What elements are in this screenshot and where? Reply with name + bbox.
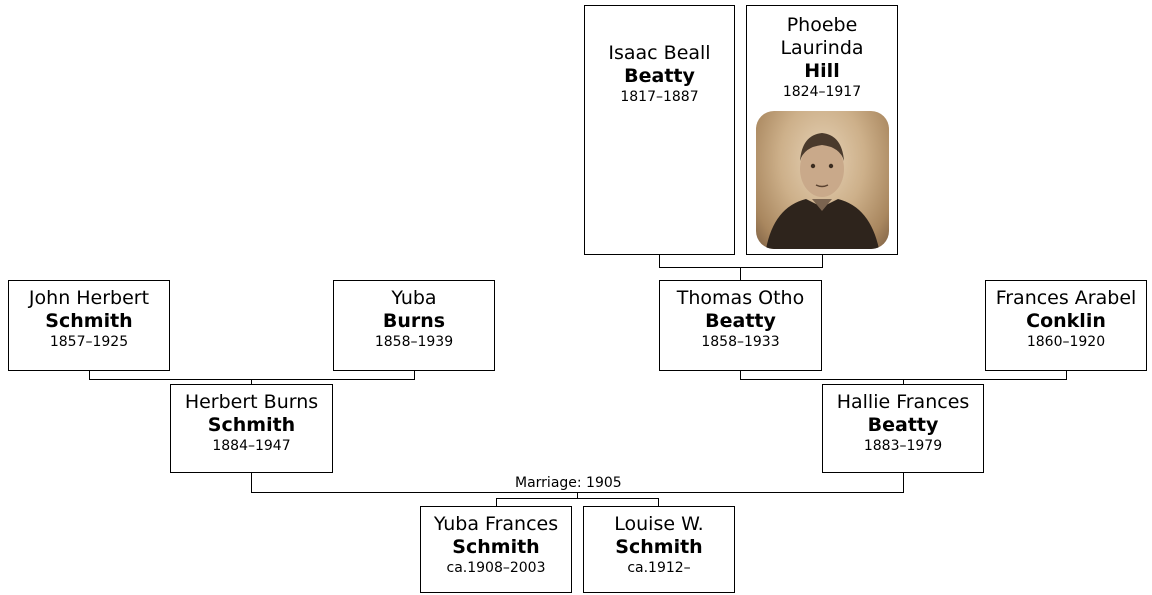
given-name: Thomas Otho xyxy=(676,287,805,309)
life-dates: 1860–1920 xyxy=(1026,334,1106,350)
life-dates: 1883–1979 xyxy=(863,438,943,454)
portrait-photo xyxy=(756,111,889,249)
given-name: Phoebe Laurinda xyxy=(780,14,864,59)
connector xyxy=(659,267,823,268)
surname: Hill xyxy=(804,60,840,82)
connector xyxy=(740,370,741,380)
person-frances-conklin[interactable]: Frances Arabel Conklin 1860–1920 xyxy=(985,280,1147,371)
life-dates: 1857–1925 xyxy=(49,334,129,350)
given-name: Yuba xyxy=(391,287,437,309)
connector xyxy=(89,370,90,380)
person-isaac-beatty[interactable]: Isaac Beall Beatty 1817–1887 xyxy=(584,5,735,255)
given-name: Herbert Burns xyxy=(184,391,319,413)
person-thomas-beatty[interactable]: Thomas Otho Beatty 1858–1933 xyxy=(659,280,822,371)
connector xyxy=(414,370,415,380)
person-phoebe-hill[interactable]: Phoebe Laurinda Hill 1824–1917 xyxy=(746,5,898,255)
life-dates: 1858–1939 xyxy=(374,334,454,350)
person-hallie-beatty[interactable]: Hallie Frances Beatty 1883–1979 xyxy=(822,384,984,473)
person-yuba-frances-schmith[interactable]: Yuba Frances Schmith ca.1908–2003 xyxy=(420,506,572,593)
connector xyxy=(740,267,741,281)
connector xyxy=(89,379,415,380)
life-dates: 1824–1917 xyxy=(782,84,862,100)
surname: Schmith xyxy=(615,536,703,558)
surname: Burns xyxy=(382,310,446,332)
given-name: John Herbert xyxy=(28,287,150,309)
given-name: Isaac Beall xyxy=(608,42,711,64)
surname: Beatty xyxy=(867,414,939,436)
connector xyxy=(496,498,497,507)
connector xyxy=(577,492,578,499)
connector xyxy=(659,254,660,268)
life-dates: 1884–1947 xyxy=(212,438,291,454)
person-herbert-schmith[interactable]: Herbert Burns Schmith 1884–1947 xyxy=(170,384,333,473)
connector xyxy=(903,379,904,385)
life-dates: 1858–1933 xyxy=(701,334,780,350)
connector xyxy=(251,472,252,493)
marriage-label: Marriage: 1905 xyxy=(513,475,624,491)
given-name: Yuba Frances xyxy=(433,513,559,535)
surname: Beatty xyxy=(705,310,776,332)
connector xyxy=(496,498,659,499)
life-dates: ca.1912– xyxy=(627,560,691,576)
person-louise-schmith[interactable]: Louise W. Schmith ca.1912– xyxy=(583,506,735,593)
person-yuba-burns[interactable]: Yuba Burns 1858–1939 xyxy=(333,280,495,371)
surname: Conklin xyxy=(1026,310,1106,332)
life-dates: 1817–1887 xyxy=(620,89,699,105)
life-dates: ca.1908–2003 xyxy=(446,560,546,576)
connector xyxy=(1066,370,1067,380)
connector xyxy=(903,472,904,493)
surname: Schmith xyxy=(207,414,296,436)
surname: Schmith xyxy=(452,536,540,558)
surname: Beatty xyxy=(624,65,695,87)
connector xyxy=(658,498,659,507)
given-name: Frances Arabel xyxy=(995,287,1137,309)
given-name: Louise W. xyxy=(614,513,704,535)
portrait-figure-icon xyxy=(766,133,879,249)
person-john-schmith[interactable]: John Herbert Schmith 1857–1925 xyxy=(8,280,170,371)
given-name: Hallie Frances xyxy=(836,391,970,413)
connector xyxy=(251,379,252,385)
surname: Schmith xyxy=(45,310,133,332)
connector xyxy=(822,254,823,268)
